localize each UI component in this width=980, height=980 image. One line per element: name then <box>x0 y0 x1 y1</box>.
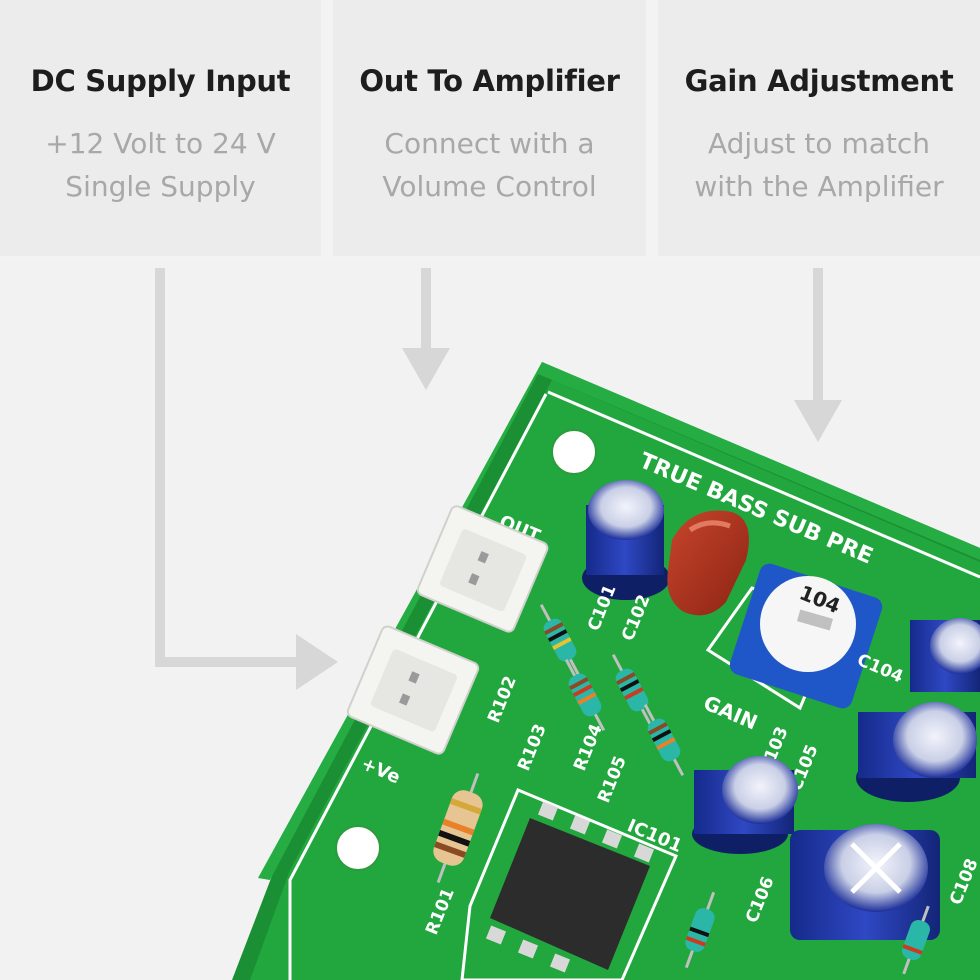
dc-input-connector <box>346 625 480 755</box>
resistor-bottom <box>684 891 716 969</box>
capacitor-c104 <box>910 618 980 692</box>
resistor-r103 <box>564 658 606 732</box>
capacitor-c102 <box>667 510 749 616</box>
feature-card-dc-supply: DC Supply Input +12 Volt to 24 V Single … <box>0 0 321 256</box>
feature-description-line: Single Supply <box>65 170 256 203</box>
feature-description: +12 Volt to 24 V Single Supply <box>0 122 321 208</box>
arrow-head-icon <box>794 400 842 442</box>
arrow-out-shaft <box>421 268 431 348</box>
out-connector <box>416 505 549 633</box>
capacitor-c103 <box>692 756 798 854</box>
feature-description-line: with the Amplifier <box>694 170 944 203</box>
resistor-r101 <box>433 772 483 884</box>
feature-description-line: Connect with a <box>384 127 595 160</box>
arrow-gain-shaft <box>813 268 823 400</box>
feature-title: Out To Amplifier <box>359 64 620 98</box>
feature-card-out-to-amplifier: Out To Amplifier Connect with a Volume C… <box>333 0 646 256</box>
feature-title: Gain Adjustment <box>684 64 954 98</box>
arrow-dc-supply <box>155 268 298 667</box>
arrow-head-icon <box>402 348 450 390</box>
feature-description: Adjust to match with the Amplifier <box>658 122 980 208</box>
capacitor-c101 <box>582 480 670 600</box>
resistor-r105 <box>643 703 685 777</box>
feature-header: DC Supply Input +12 Volt to 24 V Single … <box>0 0 980 262</box>
resistor-bottom-right <box>902 905 930 975</box>
feature-description: Connect with a Volume Control <box>333 122 646 208</box>
resistor-r104 <box>611 653 653 727</box>
mounting-hole <box>551 429 597 475</box>
feature-card-gain-adjustment: Gain Adjustment Adjust to match with the… <box>658 0 980 256</box>
feature-description-line: +12 Volt to 24 V <box>45 127 276 160</box>
feature-description-line: Adjust to match <box>708 127 930 160</box>
capacitor-c105 <box>856 702 977 802</box>
ic101-chip <box>460 788 678 980</box>
capacitor-c106 <box>790 824 940 940</box>
feature-description-line: Volume Control <box>382 170 597 203</box>
resistor-r102 <box>539 603 581 677</box>
arrow-head-icon <box>296 634 338 690</box>
gain-trimmer-pot[interactable]: 104 <box>705 561 885 711</box>
mounting-hole <box>335 825 381 871</box>
feature-title: DC Supply Input <box>30 64 291 98</box>
